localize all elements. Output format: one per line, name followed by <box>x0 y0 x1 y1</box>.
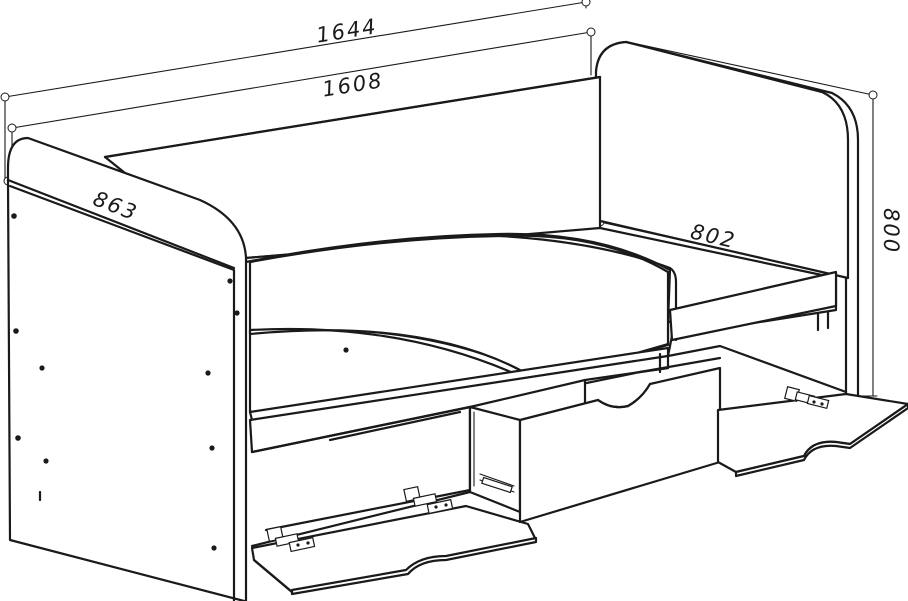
drawer-slide <box>481 476 513 494</box>
left-flap-hinge-2 <box>403 485 454 515</box>
drawer-handle-cutout <box>596 382 652 409</box>
left-headboard-face <box>8 184 236 601</box>
right-compartment-edge <box>638 356 722 374</box>
right-compartment-top <box>666 344 848 394</box>
left-headboard <box>6 136 248 601</box>
right-flap-door <box>716 392 908 474</box>
dim-line-overall-width <box>4 1 587 98</box>
dim-label-overall-width: 1644 <box>315 14 379 47</box>
rail-hole <box>343 347 349 353</box>
dim-marker <box>581 0 591 7</box>
dim-line-inner-width <box>11 31 592 129</box>
left-flap-side <box>252 558 294 594</box>
dim-label-height: 800 <box>879 208 903 254</box>
right-flap-edge <box>734 402 908 478</box>
mattress-base-back <box>244 226 838 324</box>
right-flap-hinge <box>783 385 830 410</box>
left-compartment-back <box>328 410 462 442</box>
left-headboard-top-edge <box>6 178 236 270</box>
left-flap-edge <box>290 536 538 596</box>
dim-ext-height-top <box>627 41 874 96</box>
front-rail-curve-line <box>248 327 522 378</box>
front-rail-curved <box>248 234 670 384</box>
dim-marker <box>7 123 17 133</box>
right-slat-rail <box>668 270 838 342</box>
dim-marker <box>868 90 878 100</box>
drawer-side <box>468 405 522 514</box>
headboard-holes <box>11 213 240 551</box>
front-rail-top-curve <box>498 234 678 342</box>
drawer-runner-rail <box>479 473 515 487</box>
dim-label-inner-width: 1608 <box>321 68 385 101</box>
dim-marker <box>0 92 10 102</box>
right-headboard <box>594 40 850 280</box>
back-panel-top-edge <box>103 75 602 159</box>
dim-marker <box>586 27 596 37</box>
left-flap-hinge-1 <box>266 525 316 553</box>
